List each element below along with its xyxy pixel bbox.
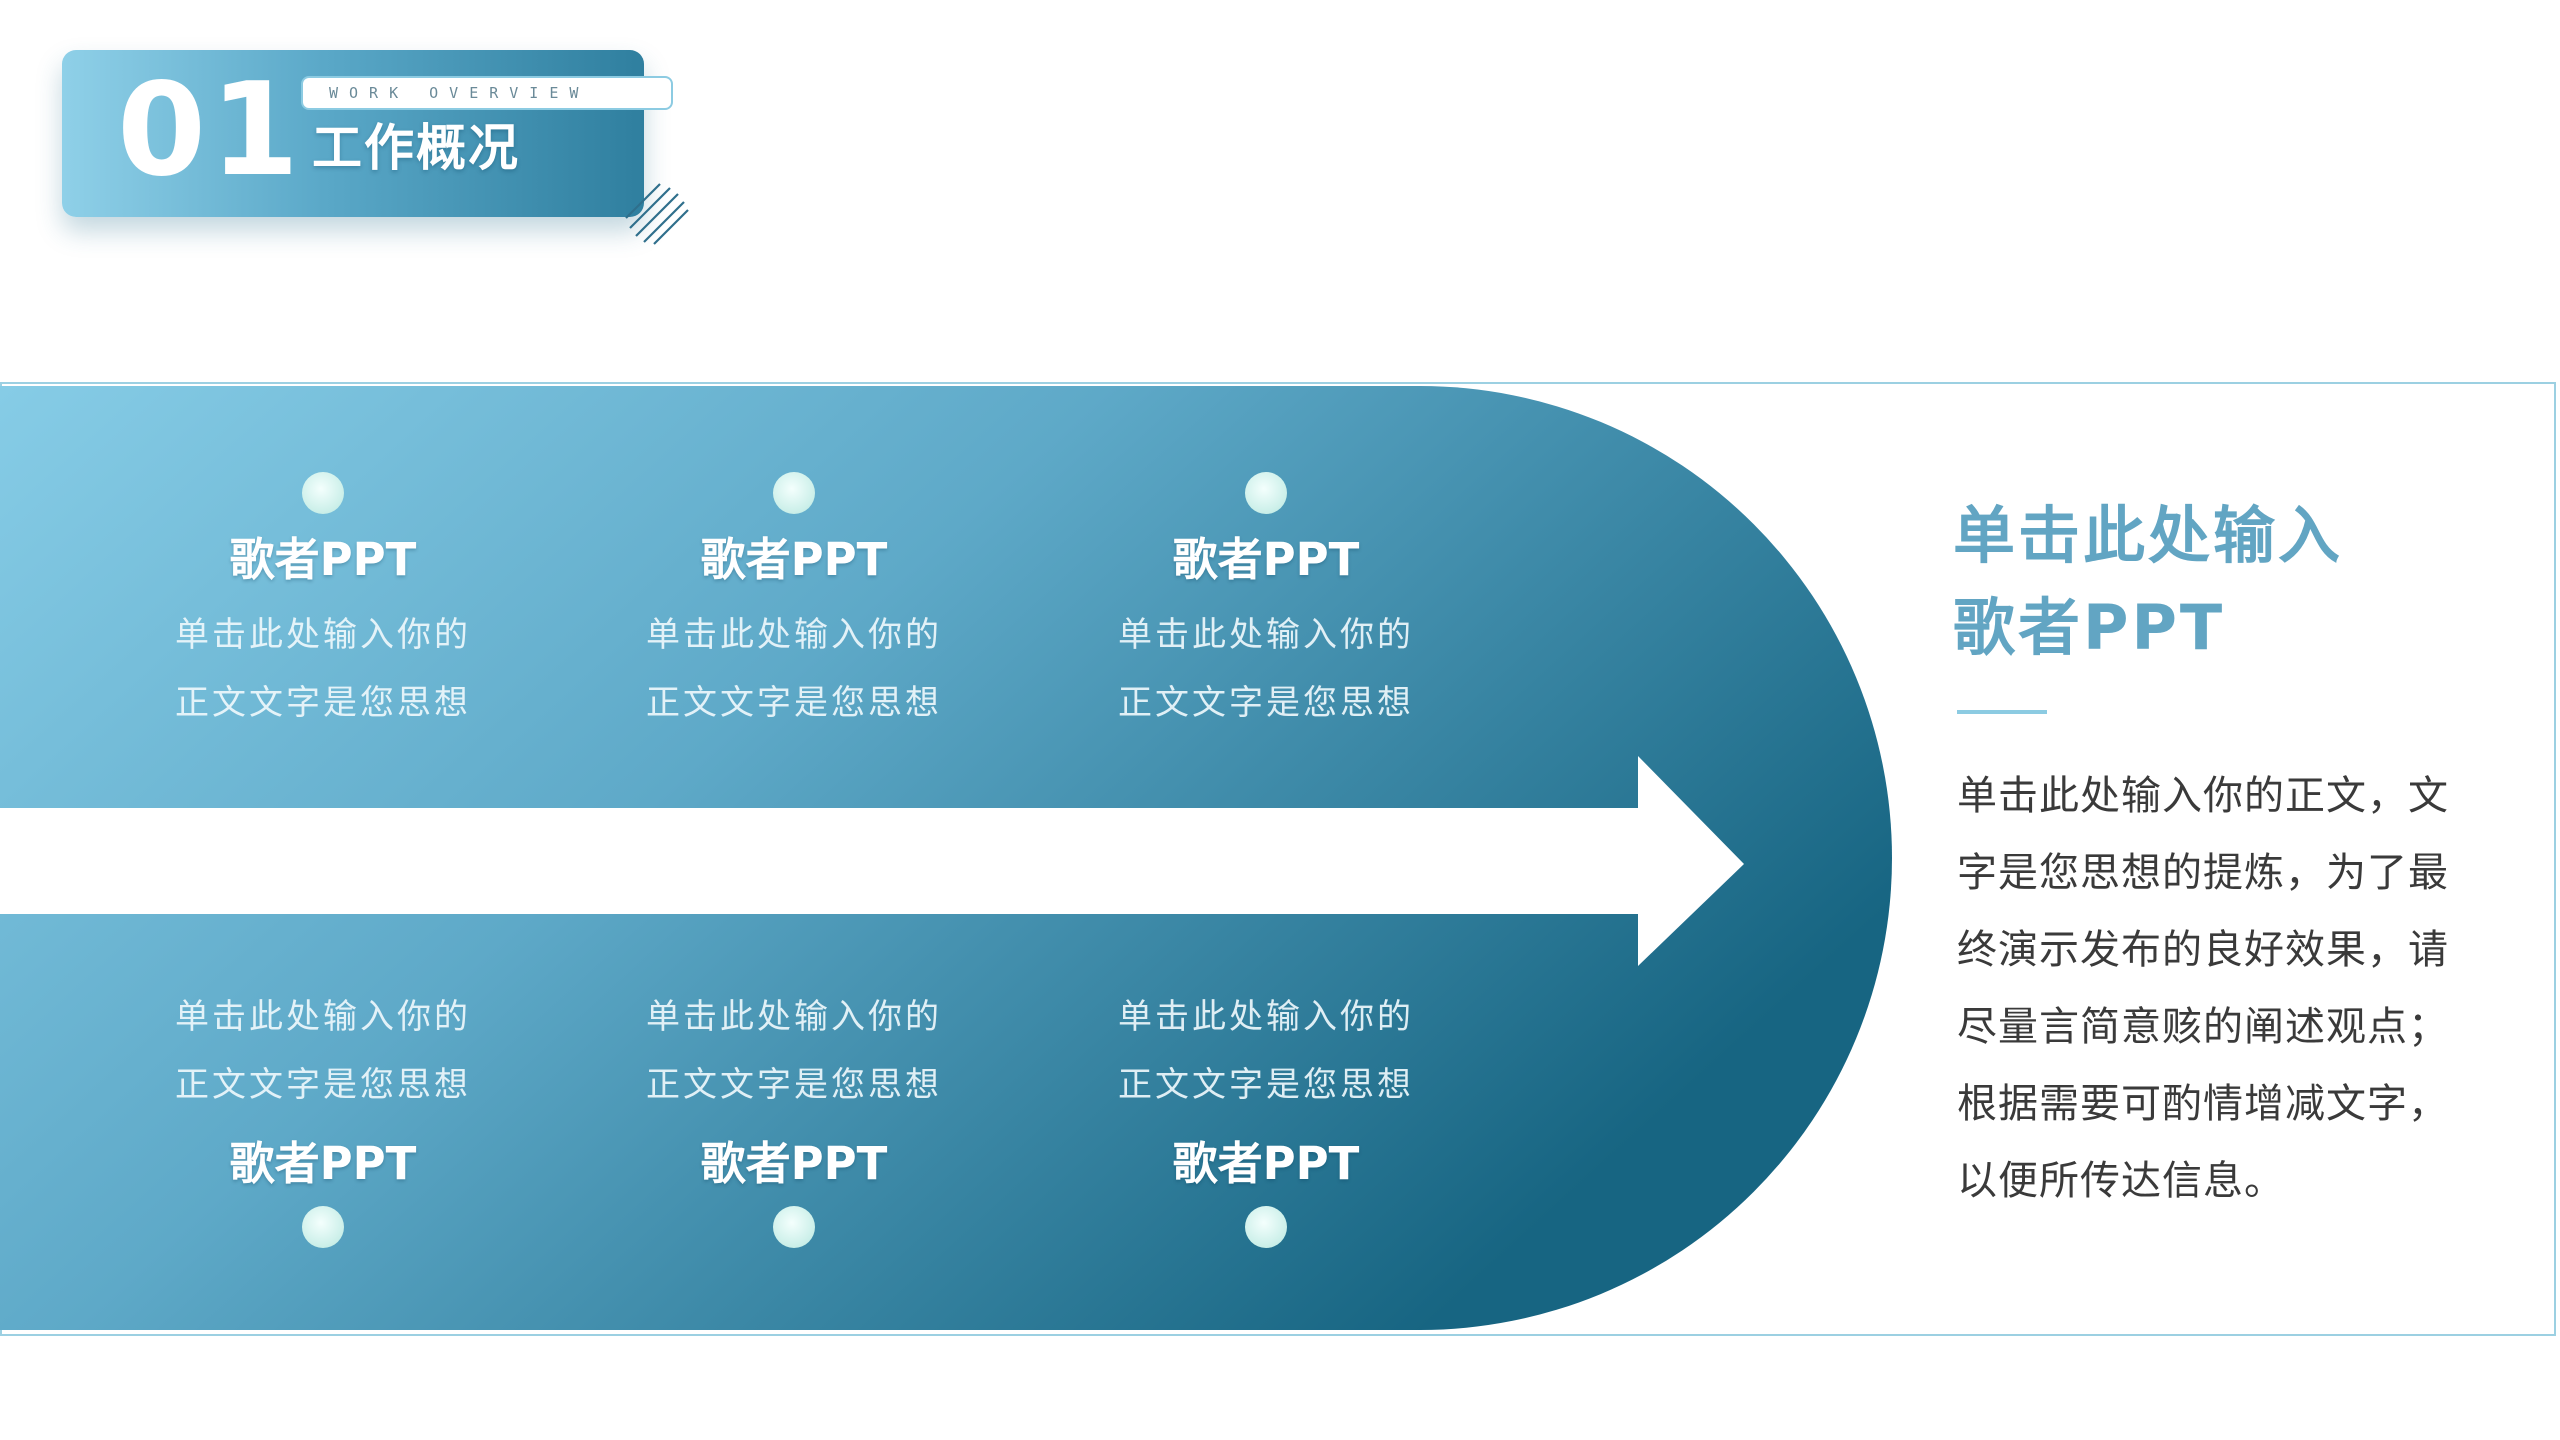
item-dot — [302, 472, 344, 514]
item-desc-line: 正文文字是您思想 — [175, 683, 471, 723]
arrow-banner — [0, 386, 1900, 1336]
diagonal-stripes-decoration — [625, 183, 689, 245]
panel-body-line: 单击此处输入你的正文，文 — [1957, 773, 2449, 819]
section-title-block: 01 WORK OVERVIEW 工作概况 — [60, 48, 689, 248]
panel-heading-line: 歌者PPT — [1953, 591, 2226, 664]
item-dot — [1245, 472, 1287, 514]
item-desc-line: 正文文字是您思想 — [1118, 1065, 1414, 1105]
section-subtitle: WORK OVERVIEW — [301, 76, 673, 110]
panel-body-line: 字是您思想的提炼，为了最 — [1957, 850, 2449, 896]
item-title: 歌者PPT — [1172, 1137, 1360, 1190]
panel-body-line: 尽量言简意赅的阐述观点； — [1957, 1004, 2449, 1050]
item-desc-line: 单击此处输入你的 — [175, 615, 471, 655]
panel-heading: 单击此处输入 歌者PPT — [1953, 490, 2473, 674]
panel-body-line: 根据需要可酌情增减文字， — [1957, 1081, 2449, 1127]
item-desc-line: 正文文字是您思想 — [646, 1065, 942, 1105]
item-desc-line: 单击此处输入你的 — [1118, 615, 1414, 655]
panel-heading-line: 单击此处输入 — [1953, 499, 2344, 572]
item-desc-line: 正文文字是您思想 — [1118, 683, 1414, 723]
panel-body-text: 单击此处输入你的正文，文 字是您思想的提炼，为了最 终演示发布的良好效果，请 尽… — [1957, 758, 2497, 1220]
panel-divider — [1957, 710, 2047, 714]
item-title: 歌者PPT — [1172, 533, 1360, 586]
item-desc-line: 单击此处输入你的 — [1118, 997, 1414, 1037]
item-desc-line: 单击此处输入你的 — [646, 997, 942, 1037]
item-dot — [773, 1206, 815, 1248]
item-title: 歌者PPT — [700, 1137, 888, 1190]
item-dot — [773, 472, 815, 514]
item-desc-line: 单击此处输入你的 — [646, 615, 942, 655]
panel-body-line: 以便所传达信息。 — [1957, 1158, 2285, 1204]
item-title: 歌者PPT — [700, 533, 888, 586]
item-desc-line: 正文文字是您思想 — [175, 1065, 471, 1105]
section-title: 工作概况 — [312, 119, 520, 177]
item-desc-line: 正文文字是您思想 — [646, 683, 942, 723]
item-title: 歌者PPT — [229, 533, 417, 586]
item-dot — [1245, 1206, 1287, 1248]
item-dot — [302, 1206, 344, 1248]
item-title: 歌者PPT — [229, 1137, 417, 1190]
section-number: 01 — [117, 56, 304, 205]
item-desc-line: 单击此处输入你的 — [175, 997, 471, 1037]
panel-body-line: 终演示发布的良好效果，请 — [1957, 927, 2449, 973]
